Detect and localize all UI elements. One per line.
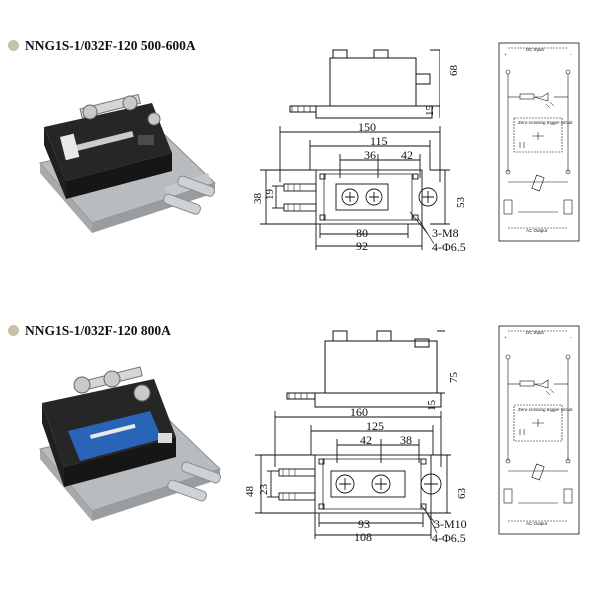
- side-view-drawing: [286, 330, 445, 408]
- dim-pitch-a: 42: [360, 433, 372, 447]
- minus-label: -: [570, 52, 572, 57]
- plus-label: +: [504, 52, 507, 57]
- top-view-drawing: [255, 411, 451, 539]
- section-title-text: NNG1S-1/032F-120 800A: [25, 323, 171, 338]
- section-title: NNG1S-1/032F-120 800A: [8, 323, 171, 339]
- dim-hole-spacing: 93: [358, 517, 370, 531]
- dim-height-base: 15: [424, 105, 436, 116]
- dim-length-mid: 125: [366, 419, 384, 433]
- minus-label: -: [570, 335, 572, 340]
- water-nozzle-icon: [167, 461, 221, 502]
- dim-length-total: 160: [350, 405, 368, 419]
- product-photo: [39, 366, 221, 521]
- dim-pitch-b: 38: [400, 433, 412, 447]
- product-section-500-600a: NNG1S-1/032F-120 500-600A: [0, 0, 600, 270]
- terminal-screw-icon: [79, 93, 161, 126]
- dim-height-inner: 19: [264, 189, 276, 200]
- bullet-icon: [8, 40, 19, 51]
- product-photo: [39, 93, 216, 233]
- screw-terminal-icon: [341, 187, 438, 207]
- dim-width: 63: [456, 488, 468, 499]
- top-view-drawing: [260, 126, 450, 250]
- dim-length-total: 150: [358, 120, 376, 134]
- dim-pitch-b: 42: [401, 148, 413, 162]
- dim-pitch-a: 36: [364, 148, 376, 162]
- bullet-icon: [8, 325, 19, 336]
- circuit-schematic: DC Input + - Zero-crossing trigger circu…: [498, 42, 580, 242]
- screw-spec: 3-M10: [434, 517, 467, 531]
- zero-crossing-label: Zero-crossing trigger circuit: [518, 407, 573, 412]
- dim-base-length: 92: [356, 239, 368, 253]
- dim-base-length: 108: [354, 530, 372, 544]
- dim-height-total: 75: [448, 372, 460, 383]
- water-nozzle-icon: [163, 175, 216, 215]
- dim-height-outer: 38: [252, 193, 264, 204]
- section-title: NNG1S-1/032F-120 500-600A: [8, 38, 196, 54]
- terminal-screw-icon: [73, 366, 151, 402]
- section-title-text: NNG1S-1/032F-120 500-600A: [25, 38, 196, 53]
- dim-height-inner: 23: [258, 484, 270, 495]
- circuit-schematic: DC Input + - Zero-crossing trigger circu…: [498, 325, 580, 535]
- dim-hole-spacing: 80: [356, 226, 368, 240]
- hole-spec: 4-Φ6.5: [432, 240, 466, 254]
- ac-output-label: AC Output: [526, 228, 548, 233]
- screw-terminal-icon: [335, 473, 442, 495]
- screw-spec: 3-M8: [432, 226, 459, 240]
- zero-crossing-label: Zero-crossing trigger circuit: [518, 120, 573, 125]
- dim-width: 53: [455, 197, 467, 208]
- side-view-drawing: [289, 49, 440, 119]
- product-section-800a: NNG1S-1/032F-120 800A 75 15: [0, 285, 600, 555]
- dim-height-outer: 48: [244, 486, 256, 497]
- dim-length-mid: 115: [370, 134, 388, 148]
- ac-output-label: AC Output: [526, 521, 548, 526]
- hole-spec: 4-Φ6.5: [432, 531, 466, 545]
- dc-input-label: DC Input: [526, 47, 545, 52]
- plus-label: +: [504, 335, 507, 340]
- dim-height-total: 68: [448, 65, 460, 76]
- dc-input-label: DC Input: [526, 330, 545, 335]
